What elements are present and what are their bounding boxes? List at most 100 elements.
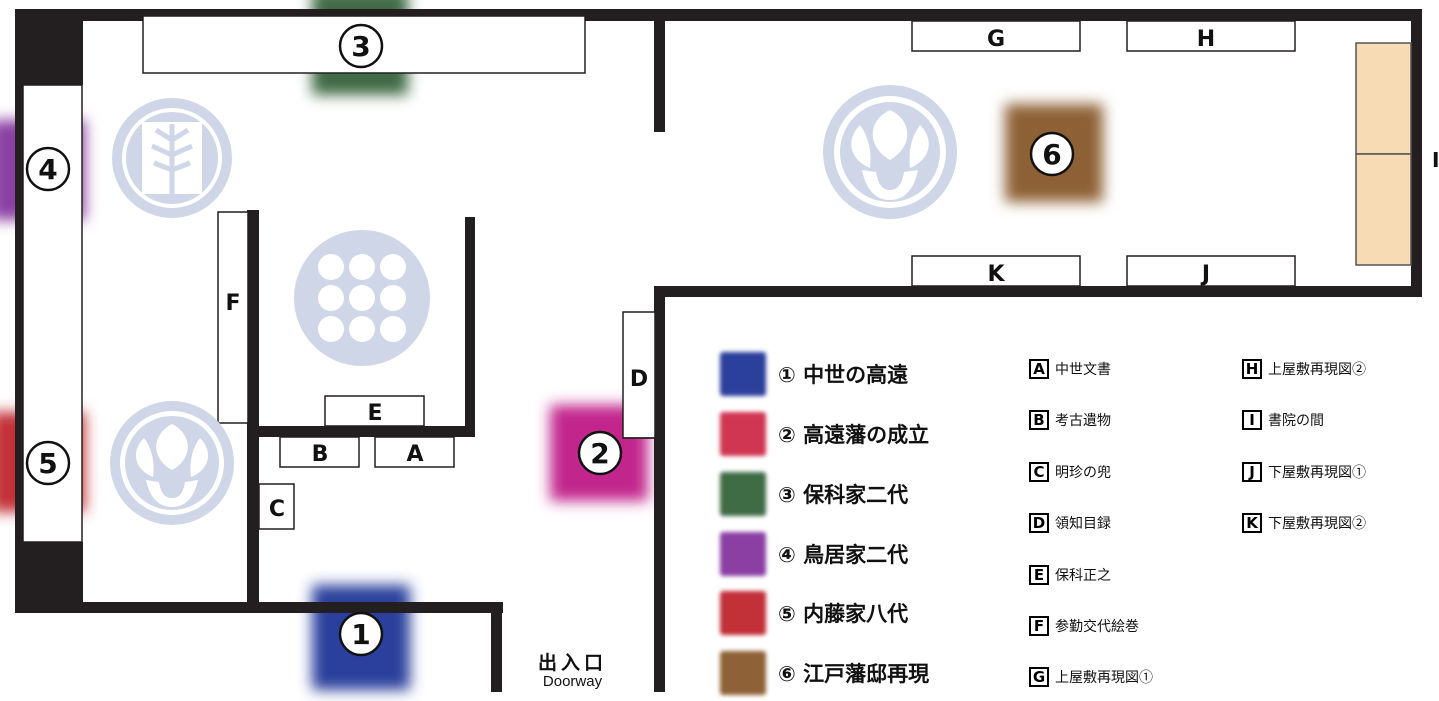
- exhibit-legend-C: C 明珍の兜: [1029, 460, 1111, 484]
- zone-label-1: ① 中世の高遠: [778, 363, 909, 387]
- exhibit-case-H: [1126, 20, 1296, 52]
- zone-legend-item-2: ② 高遠藩の成立: [720, 412, 929, 456]
- zone-swatch-4: [720, 532, 766, 576]
- zone-legend-item-4: ④ 鳥居家二代: [720, 532, 908, 576]
- svg-text:5: 5: [38, 447, 57, 480]
- tatami-lower: [1355, 153, 1412, 266]
- exhibit-key-A: A: [1029, 359, 1049, 379]
- zone-swatch-3: [720, 472, 766, 516]
- exhibit-key-J: J: [1242, 462, 1262, 482]
- exhibit-case-K: [911, 255, 1081, 287]
- exhibit-legend-G: G 上屋敷再現図①: [1029, 665, 1153, 689]
- svg-text:2: 2: [590, 437, 609, 470]
- exhibit-key-D: D: [1029, 513, 1049, 533]
- map-letter-J: J: [1200, 262, 1210, 287]
- exhibit-label-C: 明珍の兜: [1055, 465, 1111, 481]
- exhibit-key-H: H: [1242, 359, 1262, 379]
- doorway-label-jp: 出入口: [538, 652, 608, 674]
- exhibit-legend-H: H 上屋敷再現図②: [1242, 357, 1366, 381]
- map-letter-A: A: [406, 442, 423, 467]
- exhibit-case-E: [324, 395, 425, 427]
- exhibit-legend-D: D 領知目録: [1029, 511, 1111, 535]
- exhibit-legend-A: A 中世文書: [1029, 357, 1111, 381]
- exhibit-key-K: K: [1242, 513, 1262, 533]
- svg-text:1: 1: [351, 618, 370, 651]
- zone-marker-2: 2: [577, 430, 623, 476]
- zone-marker-6: 6: [1029, 131, 1075, 177]
- zone-legend-item-5: ⑤ 内藤家八代: [720, 591, 908, 635]
- wall-bottom-left: [15, 602, 503, 613]
- zone-marker-5: 5: [25, 440, 71, 486]
- zone-marker-4: 4: [25, 146, 71, 192]
- zone-legend-item-6: ⑥ 江戸藩邸再現: [720, 651, 929, 695]
- tatami: [1355, 42, 1412, 266]
- map-letter-D: D: [630, 367, 648, 392]
- wall-entry-left: [491, 602, 502, 692]
- exhibit-label-D: 領知目録: [1055, 516, 1111, 532]
- crest-nine-circles: [294, 230, 430, 366]
- exhibit-label-A: 中世文書: [1055, 362, 1111, 378]
- zone-swatch-2: [720, 412, 766, 456]
- exhibit-key-G: G: [1029, 667, 1049, 687]
- exhibit-key-C: C: [1029, 462, 1049, 482]
- exhibit-key-F: F: [1029, 616, 1049, 636]
- exhibit-case-B: [279, 436, 360, 468]
- exhibit-case-J: [1126, 255, 1296, 287]
- wall-inner-horizontal: [247, 426, 475, 437]
- exhibit-case-G: [911, 20, 1081, 52]
- exhibit-case-C: [258, 483, 295, 530]
- wall-left-lower-block: [15, 542, 83, 612]
- exhibit-case-A: [374, 436, 455, 468]
- map-letter-C: C: [269, 497, 285, 522]
- wall-divider-top: [654, 9, 665, 132]
- svg-text:4: 4: [38, 153, 57, 186]
- exhibit-legend-F: F 参勤交代絵巻: [1029, 614, 1139, 638]
- zone-label-2: ② 高遠藩の成立: [778, 423, 930, 447]
- map-letter-B: B: [312, 442, 329, 467]
- exhibit-key-I: I: [1242, 410, 1262, 430]
- zone-legend-item-3: ③ 保科家二代: [720, 472, 908, 516]
- exhibit-legend-E: E 保科正之: [1029, 563, 1111, 587]
- exhibit-label-K: 下屋敷再現図②: [1268, 516, 1366, 532]
- zone-swatch-6: [720, 651, 766, 695]
- wall-right: [1411, 9, 1422, 297]
- exhibit-key-B: B: [1029, 410, 1049, 430]
- zone-swatch-5: [720, 591, 766, 635]
- map-letter-H: H: [1197, 27, 1215, 52]
- crest-paulownia-circle: [823, 85, 957, 219]
- crest-paulownia-circle: [110, 401, 234, 525]
- exhibit-label-B: 考古遺物: [1055, 413, 1111, 429]
- exhibit-legend-B: B 考古遺物: [1029, 408, 1111, 432]
- wall-inner-vertical: [247, 210, 259, 605]
- svg-text:3: 3: [351, 30, 370, 63]
- zone-swatch-1: [720, 352, 766, 396]
- zone-marker-3: 3: [338, 23, 384, 69]
- wall-right-room-bottom: [654, 286, 1422, 297]
- crest-tree-circle: [112, 98, 232, 218]
- exhibit-label-I: 書院の間: [1268, 413, 1324, 429]
- zone-label-4: ④ 鳥居家二代: [778, 543, 909, 567]
- wall-inner-right: [465, 217, 475, 437]
- exhibit-label-F: 参勤交代絵巻: [1055, 619, 1139, 635]
- map-letter-G: G: [987, 27, 1005, 52]
- zone-marker-1: 1: [338, 611, 384, 657]
- exhibit-key-E: E: [1029, 565, 1049, 585]
- map-letter-E: E: [367, 401, 382, 426]
- exhibit-legend-I: I 書院の間: [1242, 408, 1324, 432]
- doorway-label-en: Doorway: [542, 673, 603, 690]
- edge-label-I: I: [1432, 148, 1439, 172]
- tatami-upper: [1355, 42, 1412, 155]
- exhibit-case-F: [217, 211, 249, 424]
- zone-label-6: ⑥ 江戸藩邸再現: [778, 662, 930, 686]
- zone-label-5: ⑤ 内藤家八代: [778, 602, 909, 626]
- svg-text:6: 6: [1042, 138, 1061, 171]
- exhibit-label-H: 上屋敷再現図②: [1268, 362, 1366, 378]
- zone-label-3: ③ 保科家二代: [778, 483, 909, 507]
- exhibit-label-G: 上屋敷再現図①: [1055, 670, 1153, 686]
- exhibit-legend-J: J 下屋敷再現図①: [1242, 460, 1366, 484]
- map-letter-F: F: [225, 291, 240, 316]
- walls: [15, 9, 1422, 692]
- wall-divider-bottom: [654, 288, 665, 692]
- zone-legend-item-1: ① 中世の高遠: [720, 352, 908, 396]
